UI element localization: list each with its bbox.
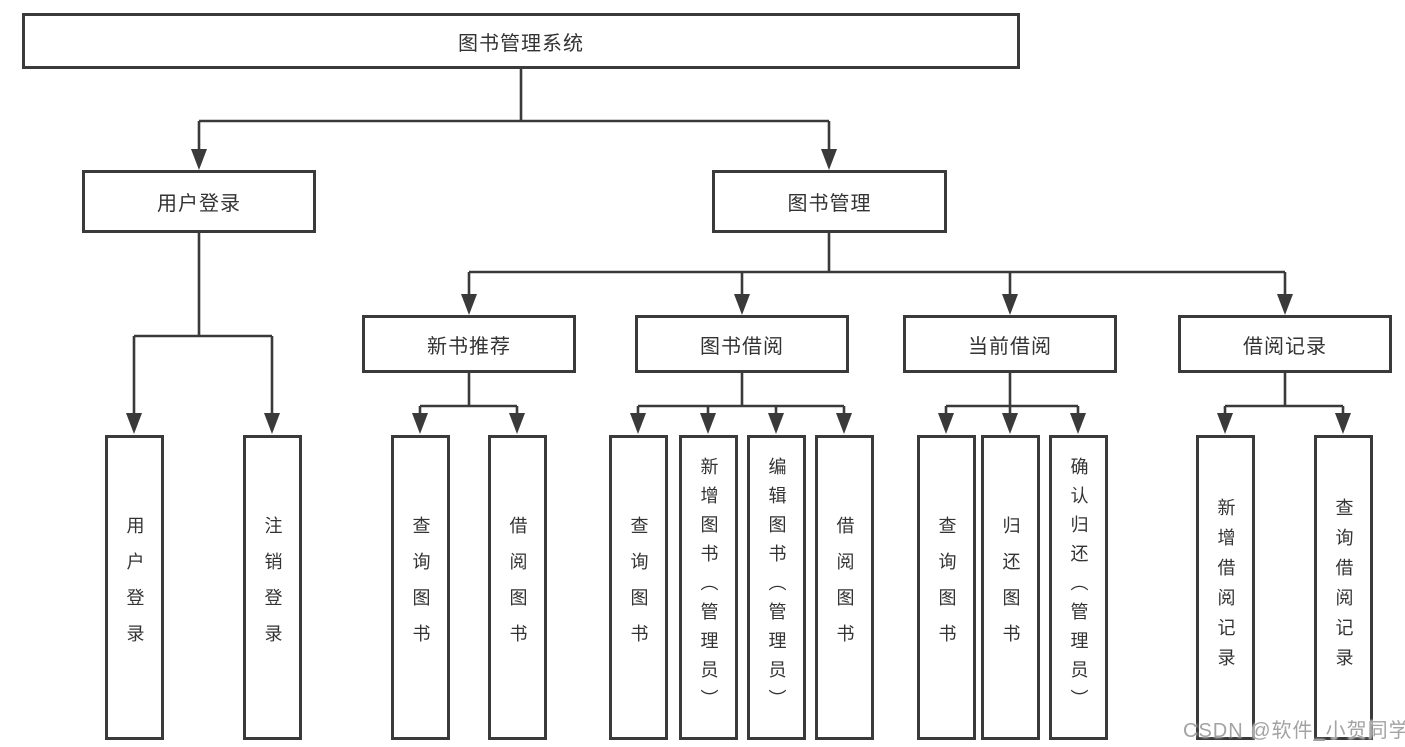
leaf-borrow-books-recommend-label: 借阅图书 [507,515,528,660]
leaf-query-borrow-record-label: 查询借阅记录 [1333,497,1354,678]
leaf-borrow-books: 借阅图书 [815,435,874,740]
leaf-add-books-admin-label: 新增图书（管理员） [698,457,719,718]
leaf-borrow-books-label: 借阅图书 [834,515,855,660]
node-book-borrowing: 图书借阅 [635,315,849,373]
leaf-return-books: 归还图书 [981,435,1040,740]
leaf-add-borrow-record-label: 新增借阅记录 [1215,497,1236,678]
leaf-edit-books-admin-label: 编辑图书（管理员） [766,457,787,718]
leaf-query-borrow-record: 查询借阅记录 [1314,435,1373,740]
leaf-confirm-return-admin-label: 确认归还（管理员） [1068,457,1089,718]
csdn-watermark: CSDN @软件_小贺同学 [1183,720,1405,742]
leaf-add-borrow-record: 新增借阅记录 [1196,435,1255,740]
leaf-query-books-recommend-label: 查询图书 [410,515,431,660]
node-current-borrowing: 当前借阅 [903,315,1117,373]
leaf-query-books-current: 查询图书 [917,435,976,740]
leaf-user-login-label: 用户登录 [124,515,145,660]
leaf-edit-books-admin: 编辑图书（管理员） [747,435,806,740]
leaf-return-books-label: 归还图书 [1000,515,1021,660]
leaf-logout-label: 注销登录 [262,515,283,660]
leaf-user-login: 用户登录 [105,435,164,740]
node-new-book-recommend: 新书推荐 [362,315,576,373]
arrowheads [126,149,1351,434]
node-book-management: 图书管理 [712,170,947,233]
node-borrowing-records: 借阅记录 [1178,315,1392,373]
leaf-query-books-recommend: 查询图书 [391,435,450,740]
node-library-system: 图书管理系统 [22,13,1020,69]
leaf-query-books-borrowing: 查询图书 [609,435,668,740]
leaf-query-books-borrowing-label: 查询图书 [628,515,649,660]
leaf-add-books-admin: 新增图书（管理员） [679,435,738,740]
node-user-login: 用户登录 [82,170,316,233]
leaf-logout: 注销登录 [243,435,302,740]
leaf-borrow-books-recommend: 借阅图书 [488,435,547,740]
leaf-confirm-return-admin: 确认归还（管理员） [1049,435,1108,740]
leaf-query-books-current-label: 查询图书 [936,515,957,660]
